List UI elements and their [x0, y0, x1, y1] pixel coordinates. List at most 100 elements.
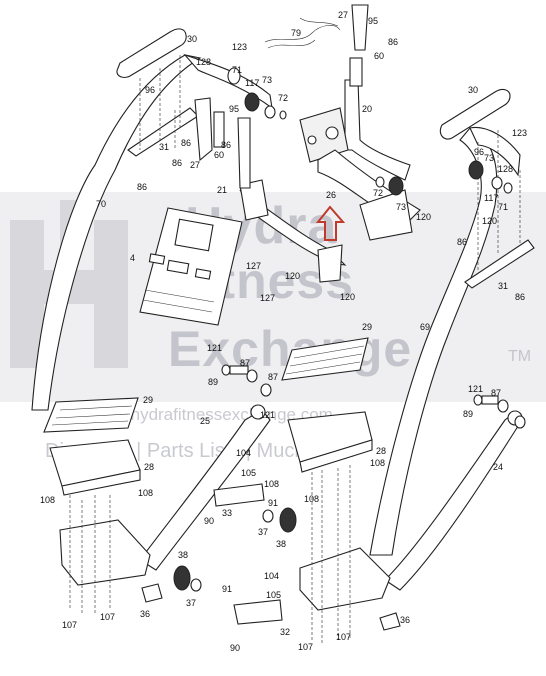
label-72: 72 — [373, 188, 383, 198]
label-108: 108 — [40, 495, 55, 505]
left-pedal-arm — [139, 404, 271, 571]
label-37: 37 — [186, 598, 196, 608]
label-27: 27 — [190, 160, 200, 170]
label-28: 28 — [376, 446, 386, 456]
label-105: 105 — [241, 468, 256, 478]
end-caps — [141, 583, 401, 631]
label-37: 37 — [258, 527, 268, 537]
label-120: 120 — [340, 292, 355, 302]
label-108: 108 — [304, 494, 319, 504]
label-26: 26 — [326, 190, 336, 200]
label-107: 107 — [298, 642, 313, 652]
label-87: 87 — [268, 372, 278, 382]
label-30: 30 — [187, 34, 197, 44]
label-86: 86 — [172, 158, 182, 168]
left-foot-bracket — [59, 495, 151, 615]
watermark-url: www.hydrafitnessexchange.com — [90, 405, 333, 424]
label-108: 108 — [138, 488, 153, 498]
up-arrow-icon — [315, 205, 346, 241]
label-71: 71 — [232, 65, 242, 75]
label-127: 127 — [260, 293, 275, 303]
label-70: 70 — [96, 199, 106, 209]
label-128: 128 — [498, 164, 513, 174]
label-95: 95 — [229, 104, 239, 114]
label-95: 95 — [368, 16, 378, 26]
right-bearing-stack — [375, 160, 513, 196]
right-pedal-base — [287, 411, 373, 473]
label-107: 107 — [100, 612, 115, 622]
label-128: 128 — [196, 57, 211, 67]
label-38: 38 — [178, 550, 188, 560]
label-24: 24 — [493, 462, 503, 472]
label-117: 117 — [245, 78, 259, 88]
label-107: 107 — [62, 620, 77, 630]
label-86: 86 — [457, 237, 467, 247]
label-121: 121 — [207, 343, 222, 353]
label-29: 29 — [362, 322, 372, 332]
label-86: 86 — [221, 140, 231, 150]
label-86: 86 — [388, 37, 398, 47]
right-grip — [439, 88, 511, 140]
part-labels: 30 123 128 71 117 73 72 95 96 31 86 86 8… — [40, 10, 527, 653]
left-bearing-stack — [227, 67, 287, 120]
label-90: 90 — [204, 516, 214, 526]
label-73: 73 — [484, 153, 494, 163]
left-grip — [116, 28, 187, 78]
right-pivot-bushings — [473, 394, 526, 429]
center-upright — [344, 4, 411, 181]
label-20: 20 — [362, 104, 372, 114]
label-91: 91 — [222, 584, 232, 594]
left-pivot-bushings — [221, 364, 272, 397]
label-123: 123 — [512, 128, 527, 138]
label-90: 90 — [230, 643, 240, 653]
label-86: 86 — [181, 138, 191, 148]
label-86: 86 — [137, 182, 147, 192]
label-96: 96 — [145, 85, 155, 95]
label-36: 36 — [140, 609, 150, 619]
main-frame — [239, 107, 421, 283]
console — [139, 207, 243, 326]
label-73: 73 — [262, 75, 272, 85]
label-87: 87 — [240, 358, 250, 368]
label-60: 60 — [214, 150, 224, 160]
label-91: 91 — [268, 498, 278, 508]
label-73: 73 — [396, 202, 406, 212]
label-120: 120 — [482, 216, 497, 226]
label-29: 29 — [143, 395, 153, 405]
label-25: 25 — [200, 416, 210, 426]
left-pivot-tubes — [194, 97, 251, 189]
label-108: 108 — [370, 458, 385, 468]
label-121: 121 — [468, 384, 483, 394]
right-handle-arm — [369, 126, 521, 556]
label-71: 71 — [498, 202, 508, 212]
label-105: 105 — [266, 590, 281, 600]
label-27: 27 — [338, 10, 348, 20]
label-28: 28 — [144, 462, 154, 472]
center-wheel-linkage — [173, 483, 297, 625]
label-31: 31 — [498, 281, 508, 291]
label-86: 86 — [515, 292, 525, 302]
label-30: 30 — [468, 85, 478, 95]
label-33: 33 — [222, 508, 232, 518]
label-89: 89 — [208, 377, 218, 387]
label-121: 121 — [260, 410, 275, 420]
label-117: 117 — [484, 193, 498, 203]
right-pedal-plate — [281, 337, 369, 381]
label-4: 4 — [130, 253, 135, 263]
label-21: 21 — [217, 185, 227, 195]
label-69: 69 — [420, 322, 430, 332]
label-79: 79 — [291, 28, 301, 38]
label-127: 127 — [246, 261, 261, 271]
left-pedal-base — [49, 439, 141, 496]
watermark-tm: TM — [508, 348, 532, 365]
label-72: 72 — [278, 93, 288, 103]
label-123: 123 — [232, 42, 247, 52]
label-87: 87 — [491, 388, 501, 398]
label-96: 96 — [474, 147, 484, 157]
left-pedal-plate — [43, 397, 139, 433]
label-60: 60 — [374, 51, 384, 61]
label-104: 104 — [264, 571, 279, 581]
label-36: 36 — [400, 615, 410, 625]
